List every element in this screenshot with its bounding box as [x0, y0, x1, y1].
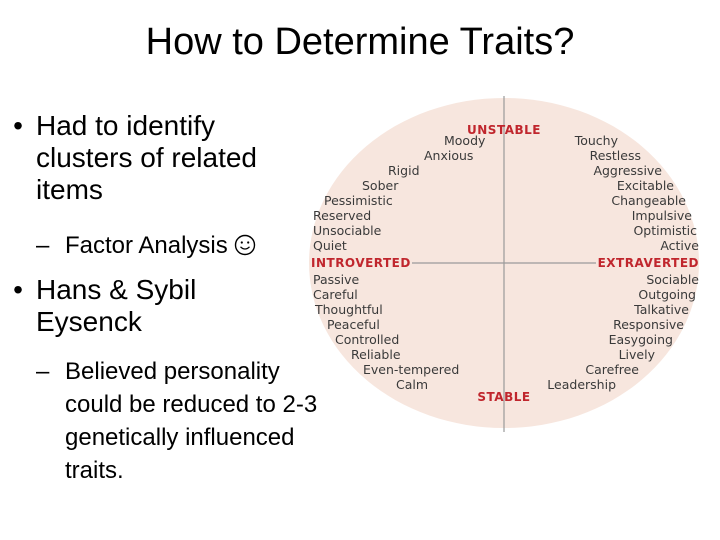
- bullet-marker: •: [13, 110, 23, 141]
- bullet-text: Hans & Sybil Eysenck: [36, 274, 197, 337]
- sub-bullet-text: Factor Analysis: [65, 232, 228, 259]
- trait-bottom-left-1: Careful: [313, 287, 358, 302]
- sub-bullet-marker: –: [36, 232, 50, 259]
- trait-bottom-left-5: Reliable: [351, 347, 401, 362]
- trait-top-right-4: Changeable: [611, 193, 686, 208]
- sub-bullet-marker: –: [36, 358, 50, 385]
- trait-top-left-2: Rigid: [388, 163, 420, 178]
- trait-bottom-left-2: Thoughtful: [314, 302, 383, 317]
- trait-bottom-right-5: Lively: [619, 347, 656, 362]
- trait-top-left-6: Unsociable: [313, 223, 382, 238]
- trait-bottom-right-3: Responsive: [613, 317, 684, 332]
- pole-label-stable: STABLE: [477, 390, 530, 404]
- trait-top-right-6: Optimistic: [633, 223, 697, 238]
- trait-labels: MoodyAnxiousRigidSoberPessimisticReserve…: [313, 133, 699, 392]
- trait-top-left-0: Moody: [444, 133, 486, 148]
- bullet-marker: •: [13, 274, 23, 305]
- trait-bottom-left-3: Peaceful: [327, 317, 380, 332]
- trait-top-right-7: Active: [660, 238, 699, 253]
- trait-bottom-right-7: Leadership: [547, 377, 616, 392]
- trait-top-left-1: Anxious: [424, 148, 473, 163]
- trait-bottom-right-0: Sociable: [646, 272, 699, 287]
- trait-bottom-right-1: Outgoing: [638, 287, 696, 302]
- trait-bottom-right-2: Talkative: [633, 302, 689, 317]
- trait-top-right-2: Aggressive: [593, 163, 662, 178]
- trait-top-right-1: Restless: [590, 148, 641, 163]
- trait-bottom-left-6: Even-tempered: [363, 362, 459, 377]
- slide-title: How to Determine Traits?: [145, 21, 575, 63]
- trait-bottom-right-6: Carefree: [585, 362, 639, 377]
- pole-label-unstable: UNSTABLE: [467, 123, 541, 137]
- trait-top-left-3: Sober: [362, 178, 399, 193]
- trait-top-right-5: Impulsive: [632, 208, 693, 223]
- trait-bottom-left-7: Calm: [396, 377, 428, 392]
- trait-top-left-4: Pessimistic: [324, 193, 393, 208]
- trait-top-left-5: Reserved: [313, 208, 371, 223]
- trait-top-right-0: Touchy: [574, 133, 619, 148]
- pole-label-introverted: INTROVERTED: [311, 256, 411, 270]
- trait-bottom-left-0: Passive: [313, 272, 360, 287]
- trait-bottom-left-4: Controlled: [335, 332, 399, 347]
- pole-label-extraverted: EXTRAVERTED: [598, 256, 699, 270]
- trait-bottom-right-4: Easygoing: [609, 332, 673, 347]
- eysenck-personality-diagram: UNSTABLE STABLE INTROVERTED EXTRAVERTED …: [309, 96, 699, 432]
- smiley-face-icon: [234, 234, 255, 256]
- sub-bullet-text: Believed personality could be reduced to…: [65, 358, 318, 484]
- bullet-text: Had to identify clusters of related item…: [36, 110, 257, 205]
- trait-top-left-7: Quiet: [313, 238, 347, 253]
- trait-top-right-3: Excitable: [617, 178, 674, 193]
